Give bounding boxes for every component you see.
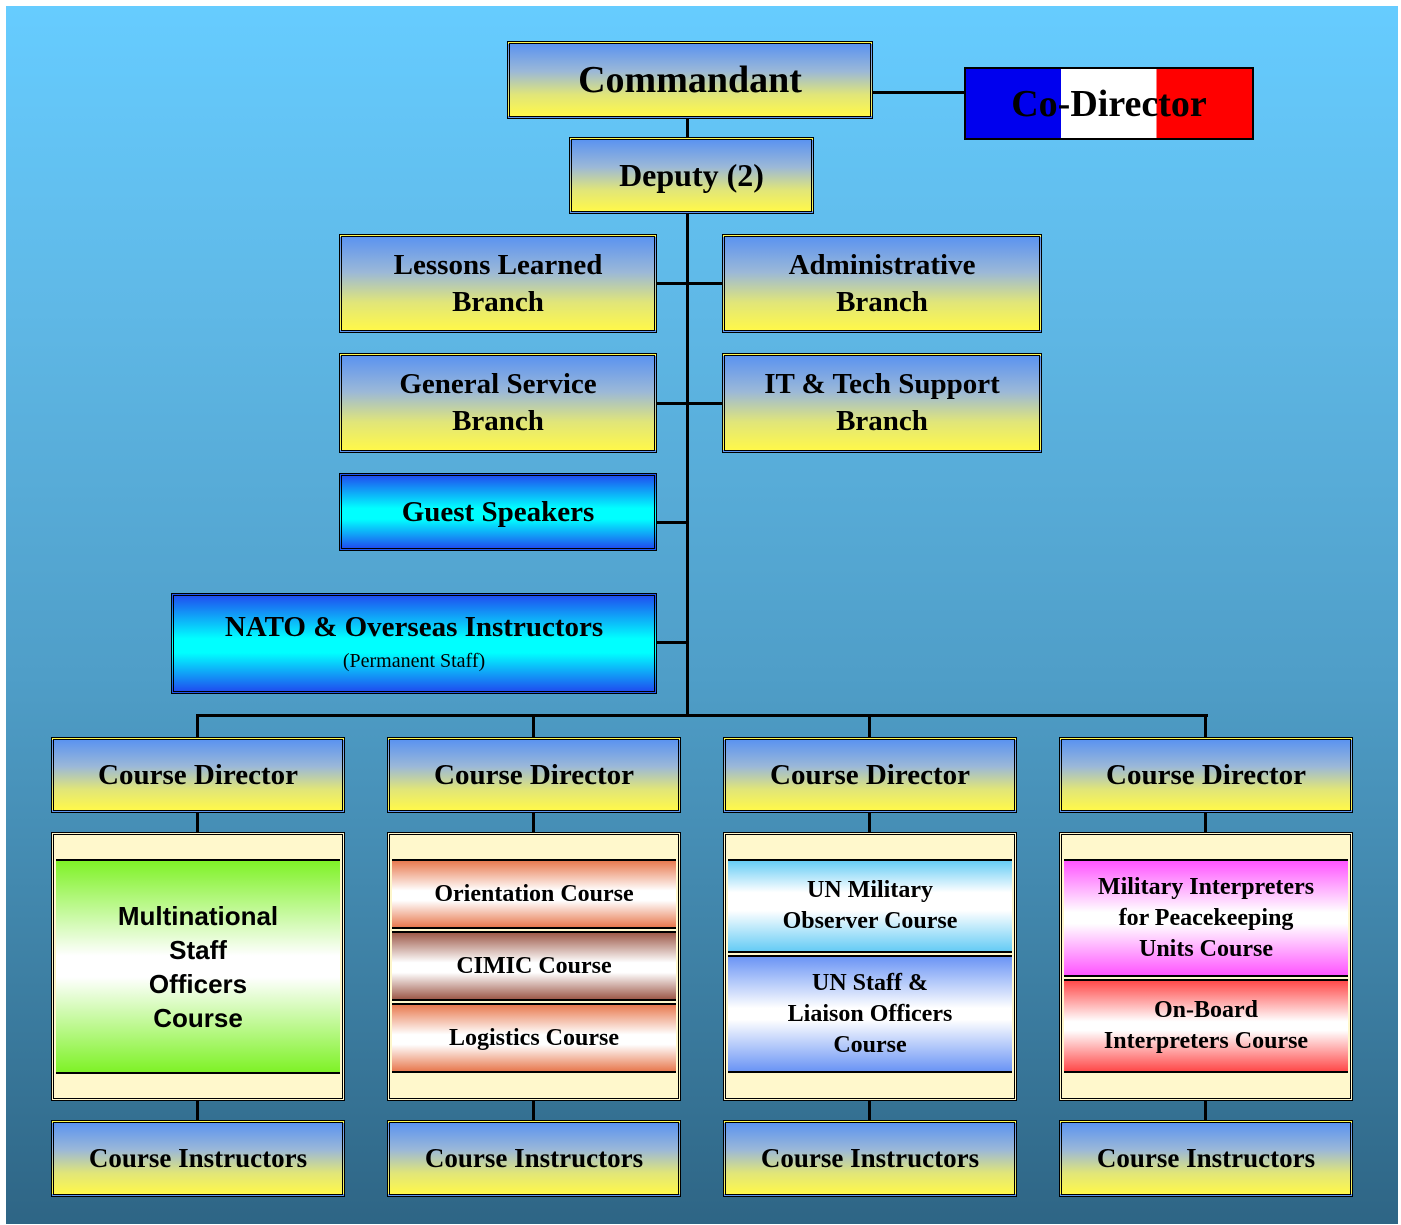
course-instructors-label: Course Instructors <box>424 1143 644 1173</box>
connector <box>196 714 199 740</box>
course-block: Multinational Staff Officers Course <box>56 859 340 1074</box>
course-label: Course <box>153 1002 243 1033</box>
course-label: Multinational <box>117 900 279 931</box>
guest-speakers-label: Guest Speakers <box>401 495 595 528</box>
course-label: CIMIC Course <box>456 952 612 979</box>
connector <box>868 1099 871 1123</box>
course-director-label: Course Director <box>770 758 970 791</box>
course-instructors-label: Course Instructors <box>760 1143 980 1173</box>
course-instructors-box: Course Instructors <box>1059 1120 1353 1197</box>
deputy-label: Deputy (2) <box>619 157 764 193</box>
branch-label: Branch <box>452 405 544 437</box>
connector <box>655 402 724 405</box>
course-label: Interpreters Course <box>1103 1028 1309 1054</box>
connector <box>532 811 535 835</box>
course-block: Orientation Course <box>392 859 676 929</box>
connector <box>655 521 687 524</box>
course-director-label: Course Director <box>98 758 298 791</box>
branch-label: IT & Tech Support <box>764 368 1000 400</box>
connector <box>196 714 1208 717</box>
connector <box>686 117 689 138</box>
connector <box>532 1099 535 1123</box>
course-label: Course <box>833 1031 907 1058</box>
course-director-box: Course Director <box>387 737 681 813</box>
branch-label: Branch <box>836 405 928 437</box>
course-director-box: Course Director <box>723 737 1017 813</box>
course-director-box: Course Director <box>51 737 345 813</box>
branch-label: General Service <box>399 368 597 400</box>
course-label: Units Course <box>1138 935 1273 962</box>
co-director-label: Co-Director <box>1011 82 1207 125</box>
course-block: UN Military Observer Course <box>728 859 1012 953</box>
deputy-box: Deputy (2) <box>569 137 814 214</box>
connector <box>196 1099 199 1123</box>
it-tech-support-branch: IT & Tech Support Branch <box>722 353 1042 453</box>
course-label: Logistics Course <box>449 1024 619 1051</box>
course-block: Logistics Course <box>392 1003 676 1073</box>
course-block: Military Interpreters for Peacekeeping U… <box>1064 859 1348 977</box>
course-label: Orientation Course <box>434 880 634 907</box>
course-director-label: Course Director <box>434 758 634 791</box>
course-label: Officers <box>148 968 248 999</box>
course-block: CIMIC Course <box>392 931 676 1001</box>
branch-label: Administrative <box>788 248 976 281</box>
course-director-box: Course Director <box>1059 737 1353 813</box>
connector <box>871 91 966 94</box>
course-director-label: Course Director <box>1106 758 1306 791</box>
connector <box>686 213 689 716</box>
administrative-branch: Administrative Branch <box>722 234 1042 333</box>
course-label: Observer Course <box>782 908 958 934</box>
connector <box>1204 811 1207 835</box>
course-label: On-Board <box>1153 997 1258 1023</box>
course-block: UN Staff & Liaison Officers Course <box>728 955 1012 1073</box>
nato-instructors-sublabel: (Permanent Staff) <box>342 649 486 672</box>
nato-instructors-label: NATO & Overseas Instructors <box>224 610 604 643</box>
course-label: UN Military <box>807 877 933 903</box>
course-label: for Peacekeeping <box>1118 904 1294 931</box>
nato-instructors-box: NATO & Overseas Instructors (Permanent S… <box>171 593 657 694</box>
lessons-learned-branch: Lessons Learned Branch <box>339 234 657 333</box>
co-director-box: Co-Director <box>964 67 1254 140</box>
connector <box>1204 714 1207 740</box>
course-instructors-label: Course Instructors <box>88 1143 308 1173</box>
course-label: Liaison Officers <box>787 1000 953 1027</box>
connector <box>655 282 724 285</box>
guest-speakers-box: Guest Speakers <box>339 473 657 551</box>
course-instructors-box: Course Instructors <box>723 1120 1017 1197</box>
commandant-label: Commandant <box>578 59 802 101</box>
course-label: Staff <box>169 934 227 965</box>
connector <box>196 811 199 835</box>
connector <box>868 811 871 835</box>
branch-label: Lessons Learned <box>393 248 603 281</box>
connector <box>868 714 871 740</box>
course-instructors-box: Course Instructors <box>51 1120 345 1197</box>
course-block: On-Board Interpreters Course <box>1064 979 1348 1073</box>
course-instructors-box: Course Instructors <box>387 1120 681 1197</box>
connector <box>655 641 687 644</box>
connector <box>1204 1099 1207 1123</box>
branch-label: Branch <box>452 285 544 318</box>
org-chart: Commandant Co-Director Deputy (2) Lesson… <box>6 6 1398 1224</box>
connector <box>532 714 535 740</box>
course-label: Military Interpreters <box>1097 873 1315 900</box>
commandant-box: Commandant <box>507 41 873 119</box>
general-service-branch: General Service Branch <box>339 353 657 453</box>
branch-label: Branch <box>836 285 928 318</box>
course-label: UN Staff & <box>812 969 928 996</box>
course-instructors-label: Course Instructors <box>1096 1143 1316 1173</box>
